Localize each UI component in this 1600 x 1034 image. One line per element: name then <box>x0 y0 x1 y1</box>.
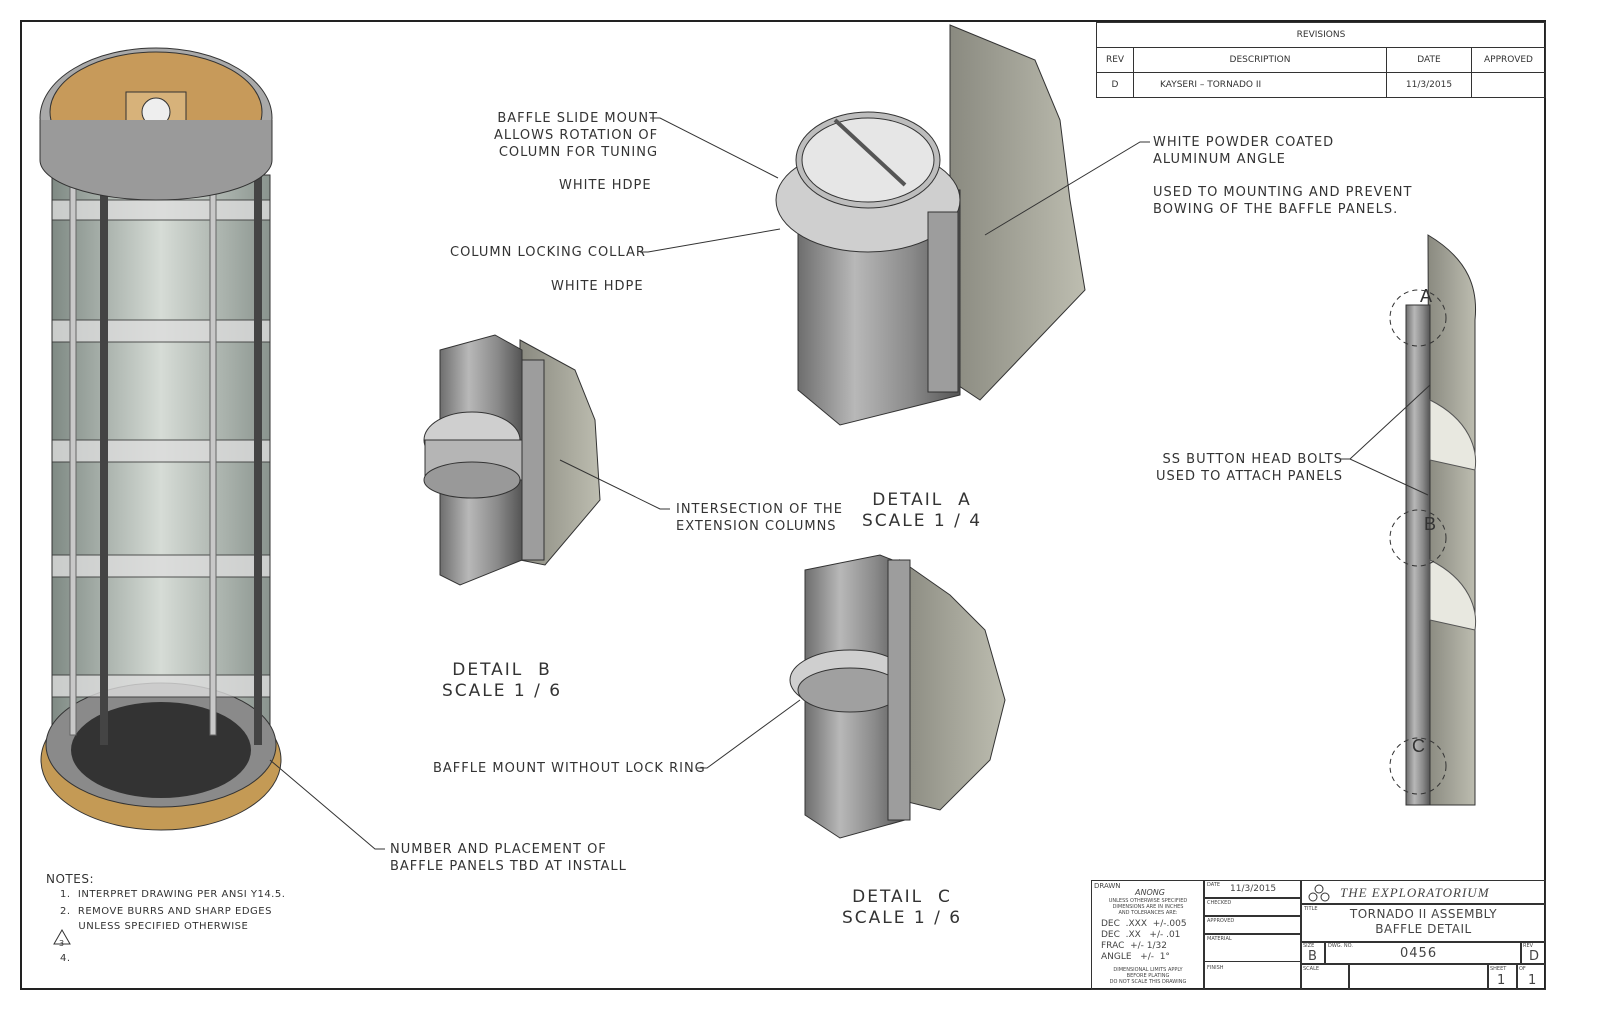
rev-header: REV <box>1096 47 1134 73</box>
rev-cell: D <box>1096 72 1134 98</box>
note-triangle-icon <box>53 928 71 945</box>
checked-label: CHECKED <box>1207 900 1232 906</box>
revisions-title: REVISIONS <box>1096 22 1546 48</box>
detail-c-caption: DETAIL C SCALE 1 / 6 <box>841 887 963 928</box>
finish-label: FINISH <box>1207 965 1224 971</box>
date-row <box>1204 880 1301 898</box>
material-row <box>1204 934 1301 962</box>
panel-placement-label: NUMBER AND PLACEMENT OF BAFFLE PANELS TB… <box>390 842 627 874</box>
dwg-label: DWG. NO. <box>1328 943 1353 949</box>
title-row <box>1301 904 1546 942</box>
scale-box <box>1301 964 1349 990</box>
date-cell: 11/3/2015 <box>1386 72 1472 98</box>
tolerance-cell <box>1091 880 1204 990</box>
detail-marker-a: A <box>1420 286 1432 306</box>
size-label: SIZE <box>1303 943 1315 949</box>
approved-row <box>1204 916 1301 934</box>
tower-assembly <box>39 47 282 831</box>
drawn-label: DRAWN <box>1094 882 1121 890</box>
approved-label: APPROVED <box>1207 918 1235 924</box>
sheet-value: 1 <box>1497 973 1506 988</box>
tolerance-header: UNLESS OTHERWISE SPECIFIED DIMENSIONS AR… <box>1108 898 1188 916</box>
detail-b-caption: DETAIL B SCALE 1 / 6 <box>441 660 563 701</box>
dwg-number: 0456 <box>1400 946 1438 961</box>
note-1: 1. INTERPRET DRAWING PER ANSI Y14.5. <box>60 889 286 900</box>
size-value: B <box>1308 949 1317 964</box>
notes-title: NOTES: <box>46 872 94 886</box>
sheet-box <box>1488 964 1517 990</box>
white-hdpe-label-2: WHITE HDPE <box>551 279 644 294</box>
rev-label: REV <box>1523 943 1534 949</box>
tolerances: DEC .XXX +/-.005 DEC .XX +/- .01 FRAC +/… <box>1101 919 1187 962</box>
of-label: OF <box>1519 966 1526 972</box>
drawing-title: TORNADO II ASSEMBLY BAFFLE DETAIL <box>1349 907 1498 936</box>
baffle-slide-mount-label: BAFFLE SLIDE MOUNT ALLOWS ROTATION OF CO… <box>494 111 659 160</box>
approved-cell <box>1471 72 1546 98</box>
sheet-label: SHEET <box>1490 966 1507 972</box>
note-2: 2. REMOVE BURRS AND SHARP EDGES UNLESS S… <box>60 906 272 932</box>
exploratorium-logo-icon <box>1308 884 1330 902</box>
dwg-box <box>1325 942 1521 964</box>
approved-header: APPROVED <box>1471 47 1546 73</box>
drawn-value: ANONG <box>1135 888 1165 897</box>
date-header: DATE <box>1386 47 1472 73</box>
ss-bolts-label: SS BUTTON HEAD BOLTS USED TO ATTACH PANE… <box>1156 452 1343 484</box>
baffle-side-view: A B C <box>1389 234 1477 806</box>
note-3: 3 <box>59 939 65 948</box>
detail-b-drawing <box>423 334 601 586</box>
detail-marker-b: B <box>1424 514 1436 534</box>
detail-a-caption: DETAIL A SCALE 1 / 4 <box>861 490 983 531</box>
material-label: MATERIAL <box>1207 936 1232 942</box>
notes-block: NOTES: 1. INTERPRET DRAWING PER ANSI Y14… <box>46 872 285 966</box>
rev-box <box>1521 942 1546 964</box>
company-row <box>1301 880 1546 904</box>
drawing-sheet <box>20 20 1546 990</box>
baffle-mount-label: BAFFLE MOUNT WITHOUT LOCK RING <box>433 761 706 776</box>
title-label: TITLE <box>1304 906 1318 912</box>
company-name: THE EXPLORATORIUM <box>1340 885 1490 900</box>
white-hdpe-label-1: WHITE HDPE <box>559 178 652 193</box>
date-label: DATE <box>1207 882 1221 888</box>
size-box <box>1301 942 1325 964</box>
note-4: 4. <box>60 953 71 964</box>
detail-a-drawing <box>775 24 1086 426</box>
detail-c-drawing <box>789 554 1006 839</box>
revisions-table: REVISIONS REV DESCRIPTION DATE APPROVED … <box>1096 22 1546 98</box>
date-value: 11/3/2015 <box>1230 884 1277 894</box>
of-box <box>1517 964 1546 990</box>
checked-row <box>1204 898 1301 916</box>
of-value: 1 <box>1528 973 1537 988</box>
aluminum-angle-label: WHITE POWDER COATED ALUMINUM ANGLE <box>1153 135 1335 167</box>
intersection-label: INTERSECTION OF THE EXTENSION COLUMNS <box>676 502 843 534</box>
rev-value: D <box>1529 949 1540 964</box>
leader-lines <box>269 117 1431 850</box>
scale-label: SCALE <box>1303 966 1320 972</box>
mounting-note-label: USED TO MOUNTING AND PREVENT BOWING OF T… <box>1153 185 1413 217</box>
detail-marker-c: C <box>1412 736 1425 756</box>
column-locking-collar-label: COLUMN LOCKING COLLAR <box>450 245 646 260</box>
description-header: DESCRIPTION <box>1133 47 1387 73</box>
proprietary-box <box>1349 964 1488 990</box>
tolerance-footer: DIMENSIONAL LIMITS APPLY BEFORE PLATING … <box>1109 967 1187 985</box>
description-cell: KAYSERI – TORNADO II <box>1133 72 1387 98</box>
